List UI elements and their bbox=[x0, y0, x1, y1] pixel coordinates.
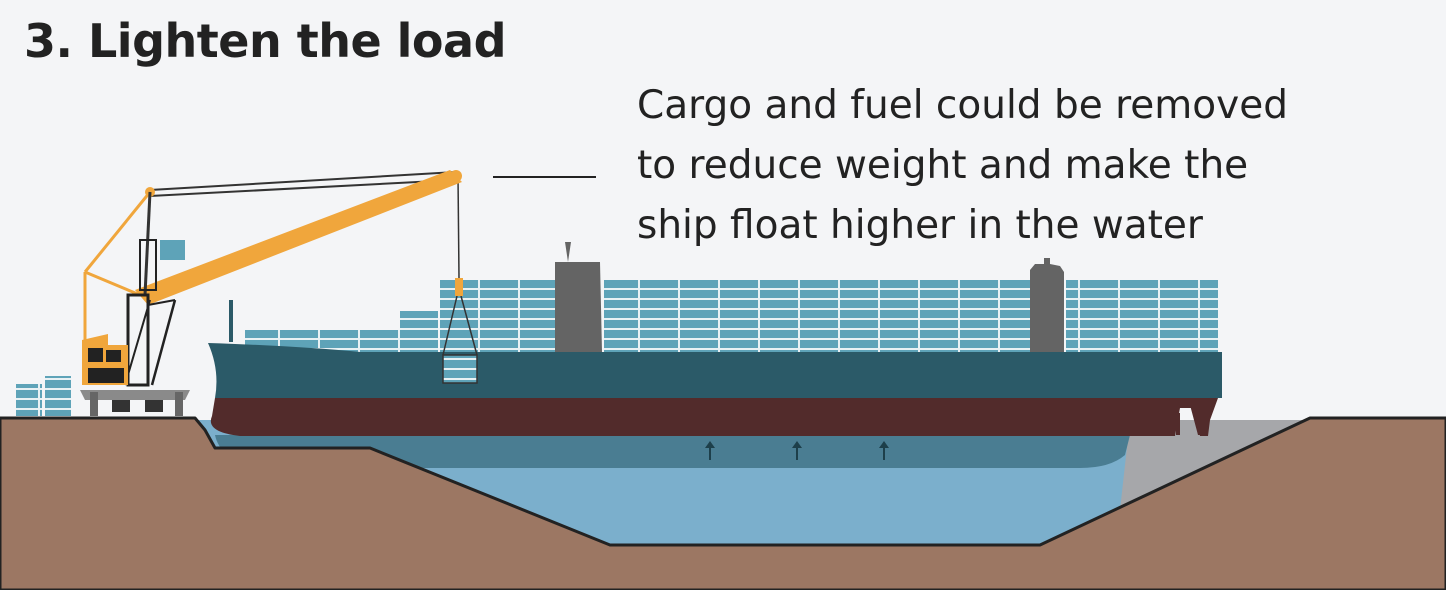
caption-line: to reduce weight and make the bbox=[637, 143, 1249, 188]
caption: Cargo and fuel could be removed to reduc… bbox=[637, 76, 1397, 256]
crane-boom bbox=[135, 170, 462, 305]
quay-containers bbox=[16, 384, 42, 416]
caption-line: Cargo and fuel could be removed bbox=[637, 83, 1288, 128]
rudder bbox=[1190, 405, 1212, 435]
old-waterline-shadow bbox=[215, 435, 1130, 468]
bridge-superstructure bbox=[555, 262, 602, 352]
ground bbox=[0, 416, 1446, 590]
ship-containers bbox=[245, 280, 1218, 352]
crane bbox=[80, 170, 462, 416]
upward-arrows bbox=[705, 441, 889, 460]
step-title: 3. Lighten the load bbox=[24, 14, 507, 68]
ship-hull-lower bbox=[210, 398, 1219, 436]
lifted-cargo bbox=[442, 278, 478, 384]
funnel bbox=[1030, 258, 1064, 352]
caption-line: ship float higher in the water bbox=[637, 203, 1203, 248]
